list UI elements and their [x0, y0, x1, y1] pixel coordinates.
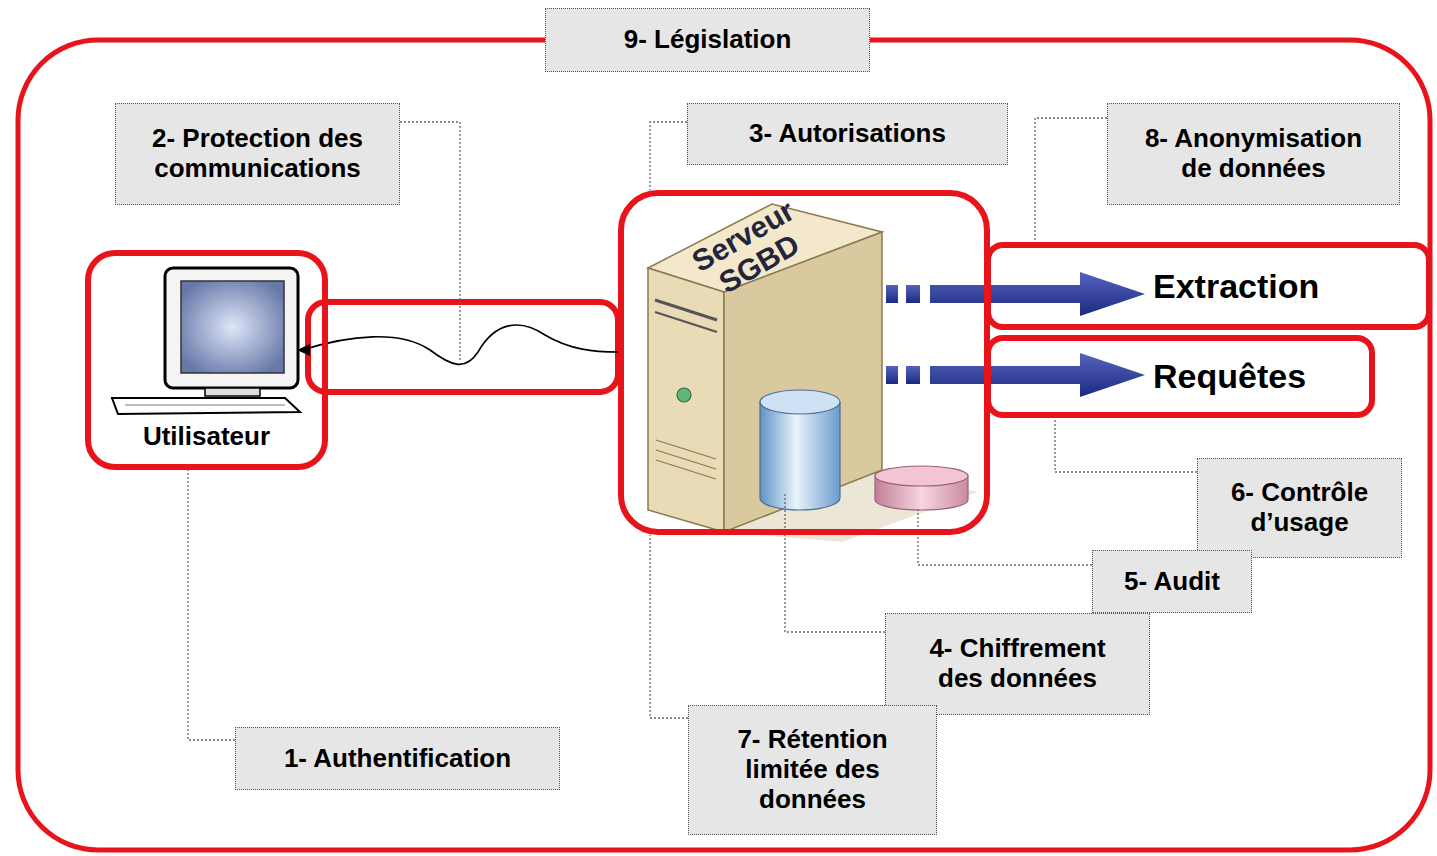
leader-connector — [650, 535, 688, 718]
extraction-arrow — [930, 272, 1145, 316]
leader-line — [400, 122, 460, 360]
query-arrow — [930, 353, 1145, 397]
keyboard — [112, 398, 300, 414]
leader-connector — [650, 122, 687, 190]
wire-arrowhead — [297, 344, 310, 356]
box-text: 6- Contrôle d’usage — [1212, 478, 1387, 538]
output-box: Requêtes — [985, 335, 1375, 418]
keyboard-keys — [125, 405, 285, 406]
computer-icon — [112, 268, 300, 414]
callout-box: 1- Authentification — [235, 727, 560, 790]
box-text: 9- Législation — [624, 25, 792, 55]
box-text: 2- Protection des communications — [138, 124, 378, 184]
box-text: 1- Authentification — [284, 744, 511, 774]
output-box: Extraction — [985, 242, 1432, 330]
server-front — [648, 268, 724, 532]
leader-connector — [1035, 118, 1107, 242]
arrow-dash — [906, 285, 920, 303]
legislation-frame — [18, 40, 1430, 850]
server-box: Serveur SGBD — [618, 190, 990, 535]
box-text: Requêtes — [1153, 357, 1306, 396]
monitor — [165, 268, 298, 388]
callout-box: 5- Audit — [1092, 550, 1252, 613]
callout-box: 6- Contrôle d’usage — [1197, 458, 1402, 558]
log-disk-top — [875, 466, 968, 486]
leader-connector — [188, 470, 235, 740]
leader-line — [918, 508, 1092, 565]
server-label: Serveur SGBD — [670, 185, 831, 315]
box-text: 7- Rétention limitée des données — [713, 725, 913, 815]
box-text: 3- Autorisations — [749, 119, 946, 149]
vent — [656, 450, 716, 469]
vent — [656, 460, 716, 479]
database-cylinder — [760, 402, 840, 510]
callout-box: 7- Rétention limitée des données — [688, 705, 937, 835]
arrow-dash — [886, 366, 898, 384]
leader-connector — [1055, 418, 1197, 472]
callout-box: 8- Anonymisation de données — [1107, 103, 1400, 205]
drive-slot — [655, 312, 717, 332]
monitor-stand — [205, 388, 260, 396]
database-top — [760, 390, 840, 414]
leader-line — [785, 492, 885, 632]
box-text: 5- Audit — [1124, 567, 1220, 597]
arrow-dash — [886, 285, 898, 303]
callout-box: 2- Protection des communications — [115, 103, 400, 205]
power-led — [677, 388, 691, 402]
user-box: Utilisateur — [85, 250, 328, 470]
box-text: Utilisateur — [143, 421, 270, 452]
box-text: Extraction — [1153, 267, 1319, 306]
box-text: 4- Chiffrement des données — [918, 634, 1118, 694]
box-text: 8- Anonymisation de données — [1139, 124, 1369, 184]
arrow-dash — [906, 366, 920, 384]
callout-box: 3- Autorisations — [687, 103, 1008, 165]
vent — [656, 440, 716, 459]
callout-box: 4- Chiffrement des données — [885, 613, 1150, 715]
callout-box: 9- Législation — [545, 8, 870, 72]
screen — [181, 281, 284, 373]
drive-slot — [655, 300, 717, 320]
